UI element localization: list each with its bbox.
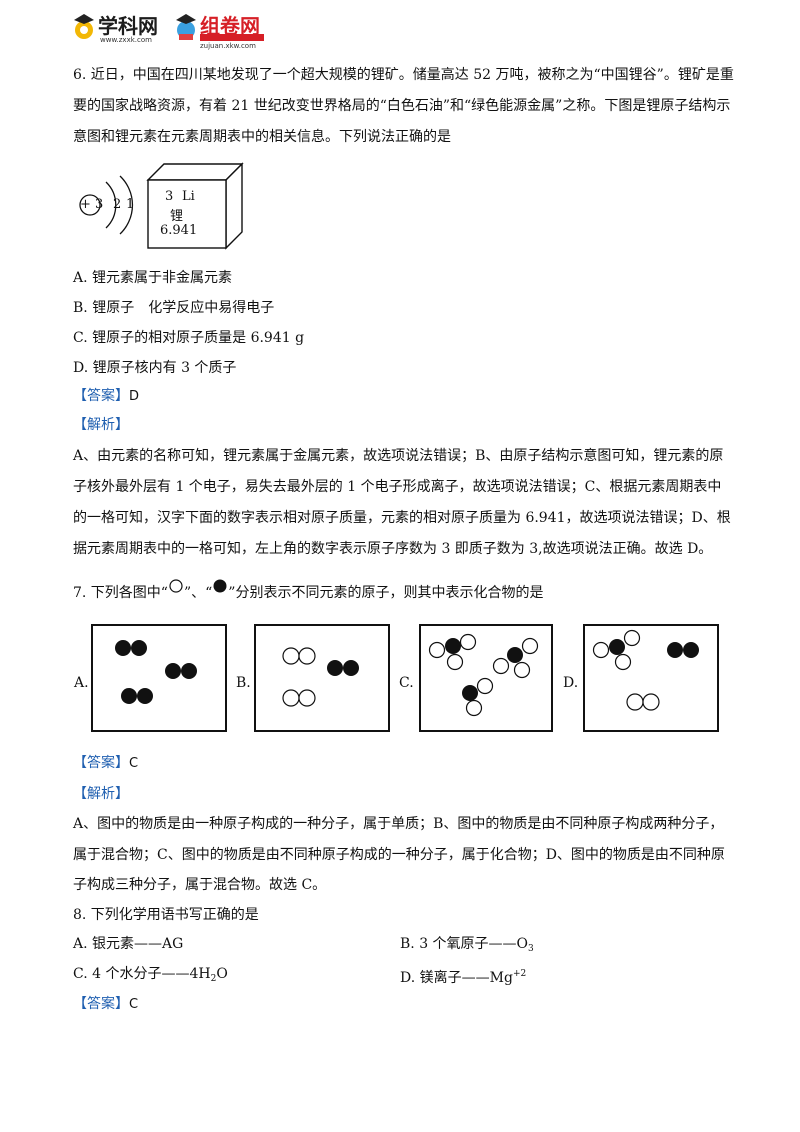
logo2-bar — [200, 34, 264, 41]
q6-analysis-tag: 【解析】 — [73, 416, 129, 434]
q7-stem: 7. 下列各图中“ ”、“ ”分别表示不同元素的原子，则其中表示化合物的是 — [73, 579, 543, 602]
q6-analysis-line4: 据元素周期表中的一格可知，左上角的数字表示原子序数为 3 即质子数为 3,故选项… — [73, 541, 713, 557]
q8-option-b-subscript: 3 — [528, 944, 534, 954]
q6-analysis-line2: 子核外最外层有 1 个电子，易失去最外层的 1 个电子形成离子，故选项说法错误；… — [73, 479, 722, 495]
q6-option-d: D. 锂原子核内有 3 个质子 — [73, 360, 237, 376]
black-atom-icon — [212, 579, 228, 593]
q7-analysis-line3: 子构成三种分子，属于混合物。故选 C。 — [73, 877, 327, 893]
element-name: 锂 — [170, 209, 184, 224]
q6-analysis-line1: A、由元素的名称可知，锂元素属于金属元素，故选项说法错误；B、由原子结构示意图可… — [73, 448, 724, 464]
q7-answer: C — [129, 756, 139, 771]
q8-option-b-text: B. 3 个氧原子——O — [400, 936, 529, 952]
logo1-text: 学科网 — [98, 14, 158, 38]
q6-answer-row: 【答案】D — [73, 387, 139, 406]
q7-label-c: C. — [399, 675, 414, 691]
q7-analysis-line2: 属于混合物；C、图中的物质是由不同种原子构成的一种分子，属于化合物；D、图中的物… — [73, 847, 725, 863]
q7-stem-part3: ”分别表示不同元素的原子，则其中表示化合物的是 — [228, 585, 544, 601]
q8-option-d-text: D. 镁离子——Mg — [400, 970, 513, 986]
q8-stem: 8. 下列化学用语书写正确的是 — [73, 907, 259, 923]
analysis-tag: 【解析】 — [73, 417, 129, 433]
answer-tag: 【答案】 — [73, 388, 129, 404]
q8-option-c-subscript: 2 — [210, 974, 217, 984]
q6-option-c: C. 锂原子的相对原子质量是 6.941 g — [73, 330, 305, 346]
lithium-atom-diagram — [76, 170, 146, 240]
atom-shell2-count: 1 — [126, 197, 135, 212]
element-mass: 6.941 — [160, 223, 198, 238]
q8-option-c-tail: O — [216, 966, 228, 982]
q7-box-a — [91, 624, 227, 732]
q7-answer-row: 【答案】C — [73, 754, 138, 773]
q8-option-c-text: C. 4 个水分子——4H — [73, 966, 211, 982]
periodic-cell-box — [146, 160, 246, 250]
zujuan-logo — [174, 8, 274, 48]
q6-line2: 要的国家战略资源，有着 21 世纪改变世界格局的“白色石油”和“绿色能源金属”之… — [73, 98, 731, 114]
q7-label-d: D. — [563, 675, 579, 691]
element-number: 3 — [165, 189, 174, 204]
answer-tag: 【答案】 — [73, 755, 129, 771]
q7-box-d — [583, 624, 719, 732]
q7-analysis-line1: A、图中的物质是由一种原子构成的一种分子，属于单质；B、图中的物质是由不同种原子… — [73, 816, 724, 832]
logo1-url: www.zxxk.com — [100, 36, 152, 44]
q6-line1: 6. 近日，中国在四川某地发现了一个超大规模的锂矿。储量高达 52 万吨，被称之… — [73, 67, 734, 83]
white-atom-icon — [168, 579, 184, 593]
analysis-tag: 【解析】 — [73, 786, 129, 802]
q7-box-b — [254, 624, 390, 732]
q8-option-a: A. 银元素——AG — [73, 936, 184, 952]
zxxk-logo — [72, 8, 172, 48]
atom-shell1-count: 2 — [113, 197, 122, 212]
q8-answer-row: 【答案】C — [73, 995, 138, 1014]
q8-option-d: D. 镁离子——Mg+2 — [400, 965, 526, 987]
q6-line3: 意图和锂元素在元素周期表中的相关信息。下列说法正确的是 — [73, 129, 451, 145]
q7-box-c — [419, 624, 553, 732]
q6-option-a: A. 锂元素属于非金属元素 — [73, 270, 233, 286]
q8-answer: C — [129, 997, 139, 1012]
q6-analysis-line3: 的一格可知，汉字下面的数字表示相对原子质量，元素的相对原子质量为 6.941，故… — [73, 510, 731, 526]
q8-option-b: B. 3 个氧原子——O3 — [400, 935, 534, 958]
atom-nucleus-label: + 3 — [80, 197, 104, 212]
q8-option-c: C. 4 个水分子——4H2O — [73, 965, 228, 988]
q7-stem-part2: ”、“ — [183, 585, 213, 601]
q7-analysis-tag: 【解析】 — [73, 785, 129, 803]
q7-label-b: B. — [236, 675, 251, 691]
logo2-url: zujuan.xkw.com — [200, 42, 256, 50]
answer-tag: 【答案】 — [73, 996, 129, 1012]
q6-option-b: B. 锂原子 化学反应中易得电子 — [73, 300, 275, 316]
q7-stem-part1: 7. 下列各图中“ — [73, 585, 168, 601]
q6-answer: D — [129, 389, 140, 404]
element-symbol: Li — [182, 189, 195, 204]
q8-option-d-superscript: +2 — [512, 969, 527, 979]
q7-label-a: A. — [74, 675, 89, 691]
